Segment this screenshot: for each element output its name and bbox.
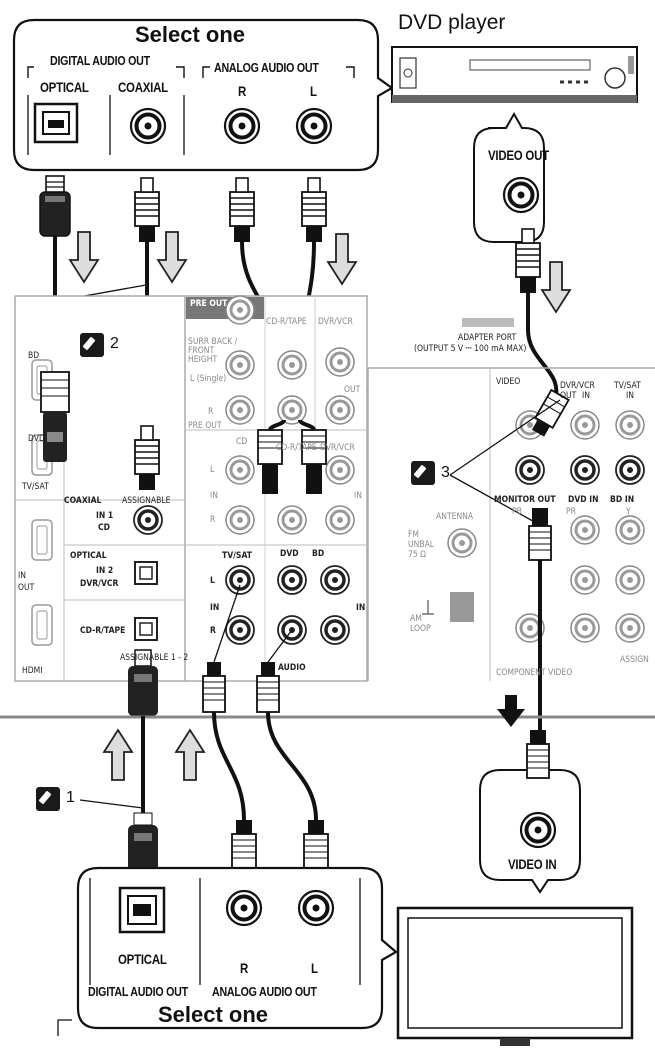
panel-surr-back: SURR BACK / FRONT HEIGHT xyxy=(188,337,238,365)
panel-audio: AUDIO xyxy=(278,663,306,673)
top-digital-audio-out: DIGITAL AUDIO OUT xyxy=(50,53,150,68)
panel-in: IN xyxy=(18,571,26,581)
panel-cd-row: CD xyxy=(236,437,248,447)
bottom-l-label: L xyxy=(311,960,318,976)
panel-am: AM LOOP xyxy=(410,614,431,634)
bottom-r-label: R xyxy=(240,960,249,976)
panel-video-in-dvr: IN xyxy=(582,391,590,401)
panel-component-video: COMPONENT VIDEO xyxy=(496,668,573,678)
bottom-optical-label: OPTICAL xyxy=(118,951,167,967)
bottom-select-one: Select one xyxy=(158,1002,269,1027)
panel-video-out: OUT xyxy=(560,391,577,401)
panel-l-mid: L xyxy=(210,465,215,475)
panel-preout-top: PRE OUT xyxy=(190,299,228,309)
panel-assignable-top: ASSIGNABLE xyxy=(122,496,171,506)
top-select-one: Select one xyxy=(135,22,246,47)
adapter-port-label: ADAPTER PORT xyxy=(458,333,517,343)
bottom-analog-audio-out: ANALOG AUDIO OUT xyxy=(212,984,317,999)
panel-r-preout: R xyxy=(208,407,214,417)
top-optical-label: OPTICAL xyxy=(40,79,89,95)
panel-monitor-out: MONITOR OUT xyxy=(494,495,556,505)
note-3-icon xyxy=(411,461,435,485)
note-3-number: 3 xyxy=(441,464,450,481)
panel-dvrvcr-row: DVR/VCR xyxy=(320,443,355,453)
video-out-label: VIDEO OUT xyxy=(488,147,549,163)
note-2-icon xyxy=(80,333,104,357)
panel-out-mid: OUT xyxy=(344,385,361,395)
panel-dvrvcr: DVR/VCR xyxy=(80,579,119,589)
panel-tvsat: TV/SAT xyxy=(22,482,49,492)
panel-in1: IN 1 xyxy=(96,511,114,521)
panel-in-right: IN xyxy=(354,491,362,501)
panel-dvd-in: DVD IN xyxy=(568,495,599,505)
panel-video-in-tvsat: IN xyxy=(626,391,634,401)
panel-r-mid: R xyxy=(210,515,216,525)
dvd-player-label: DVD player xyxy=(398,11,506,34)
panel-pb: PB xyxy=(512,507,522,517)
panel-cdrtape-row: CD-R/TAPE xyxy=(276,443,317,453)
panel-assignable-bottom: ASSIGNABLE 1 - 2 xyxy=(120,653,189,663)
note-1-icon xyxy=(36,787,60,811)
panel-preout-bottom: PRE OUT xyxy=(188,421,222,431)
panel-video-dvrvcr: DVR/VCR xyxy=(560,381,595,391)
panel-optical: OPTICAL xyxy=(70,551,107,561)
panel-bd: BD xyxy=(28,351,40,361)
top-l-label: L xyxy=(310,83,317,99)
panel-dvrvcr-col: DVR/VCR xyxy=(318,317,353,327)
top-analog-audio-out: ANALOG AUDIO OUT xyxy=(214,60,319,75)
panel-l-single: L (Single) xyxy=(190,374,227,384)
panel-video: VIDEO xyxy=(496,377,521,387)
panel-in-bottom: IN xyxy=(210,603,220,613)
panel-dvd-col: DVD xyxy=(280,549,299,559)
panel-hdmi: HDMI xyxy=(22,666,43,676)
panel-assign: ASSIGN xyxy=(620,655,649,665)
panel-in-mid: IN xyxy=(210,491,218,501)
panel-in2: IN 2 xyxy=(96,566,114,576)
panel-antenna: ANTENNA xyxy=(436,512,474,522)
note-2-number: 2 xyxy=(110,335,119,352)
panel-r-bottom: R xyxy=(210,626,216,636)
panel-video-tvsat: TV/SAT xyxy=(614,381,641,391)
panel-l-bottom: L xyxy=(210,576,215,586)
adapter-output-label: (OUTPUT 5 V ⎓ 100 mA MAX) xyxy=(414,344,527,354)
panel-in-bottom-right: IN xyxy=(356,603,366,613)
note-1-number: 1 xyxy=(66,789,75,806)
panel-y: Y xyxy=(626,507,631,517)
panel-cdrtape: CD-R/TAPE xyxy=(80,626,126,636)
panel-fm: FM UNBAL 75 Ω xyxy=(408,530,435,560)
panel-dvd: DVD xyxy=(28,434,45,444)
panel-cd: CD xyxy=(98,523,110,533)
video-in-label: VIDEO IN xyxy=(508,856,557,872)
bottom-digital-audio-out: DIGITAL AUDIO OUT xyxy=(88,984,188,999)
panel-cdrtape-col: CD-R/TAPE xyxy=(266,317,307,327)
top-r-label: R xyxy=(238,83,247,99)
panel-bd-in: BD IN xyxy=(610,495,635,505)
panel-pr: PR xyxy=(566,507,576,517)
panel-out: OUT xyxy=(18,583,35,593)
panel-bd-col: BD xyxy=(312,549,325,559)
top-coaxial-label: COAXIAL xyxy=(118,79,168,95)
panel-tvsat-row: TV/SAT xyxy=(222,551,252,561)
panel-coaxial: COAXIAL xyxy=(64,496,102,506)
